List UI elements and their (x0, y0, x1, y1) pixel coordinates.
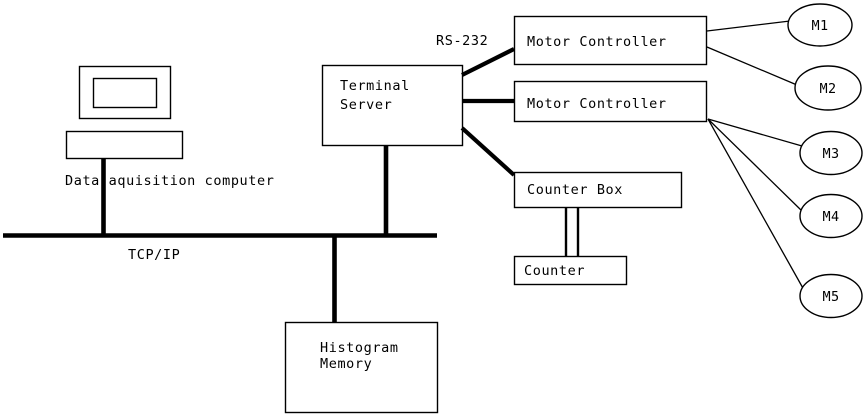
histogram-memory-box (284, 321, 439, 414)
motor-m3-label: M3 (822, 146, 839, 162)
link-motor-controller-1-to-m2 (706, 46, 798, 86)
link-terminal-server-to-motor-controller-1 (461, 47, 515, 77)
motor-m2-label: M2 (819, 81, 836, 97)
motor-m5-ellipse (799, 273, 863, 319)
tcpip-label: TCP/IP (128, 247, 180, 263)
motor-m2-ellipse (794, 65, 862, 111)
link-motor-controller-2-to-m4 (707, 118, 804, 213)
workstation-monitor-screen (92, 77, 158, 109)
workstation-label: Data aquisition computer (65, 173, 274, 189)
terminal-server-label-line2: Server (340, 97, 392, 113)
link-motor-controller-2-to-m5 (707, 118, 805, 291)
terminal-server-box (321, 64, 464, 147)
workstation-base (65, 130, 184, 160)
counter-box (513, 255, 628, 286)
motor-m5-label: M5 (822, 289, 839, 305)
motor-m1-label: M1 (811, 18, 828, 34)
motor-m1-ellipse (787, 3, 853, 47)
motor-controller-1-box (513, 15, 708, 66)
motor-controller-2-label: Motor Controller (527, 96, 667, 112)
motor-controller-1-label: Motor Controller (527, 34, 667, 50)
rs232-label: RS-232 (436, 33, 488, 49)
link-motor-controller-1-to-m1 (706, 20, 791, 32)
link-motor-controller-2-to-m3 (707, 118, 803, 147)
counter-box-box (513, 171, 683, 209)
histogram-memory-label-line2: Memory (320, 356, 372, 372)
histogram-memory-label-line1: Histogram (320, 340, 399, 356)
motor-m3-ellipse (799, 130, 863, 176)
motor-m4-label: M4 (822, 209, 839, 225)
motor-m4-ellipse (799, 193, 863, 239)
counter-box-label: Counter Box (527, 182, 623, 198)
motor-controller-2-box (513, 80, 708, 123)
terminal-server-label-line1: Terminal (340, 78, 410, 94)
link-terminal-server-to-counter-box (460, 126, 516, 177)
counter-label: Counter (524, 263, 585, 279)
